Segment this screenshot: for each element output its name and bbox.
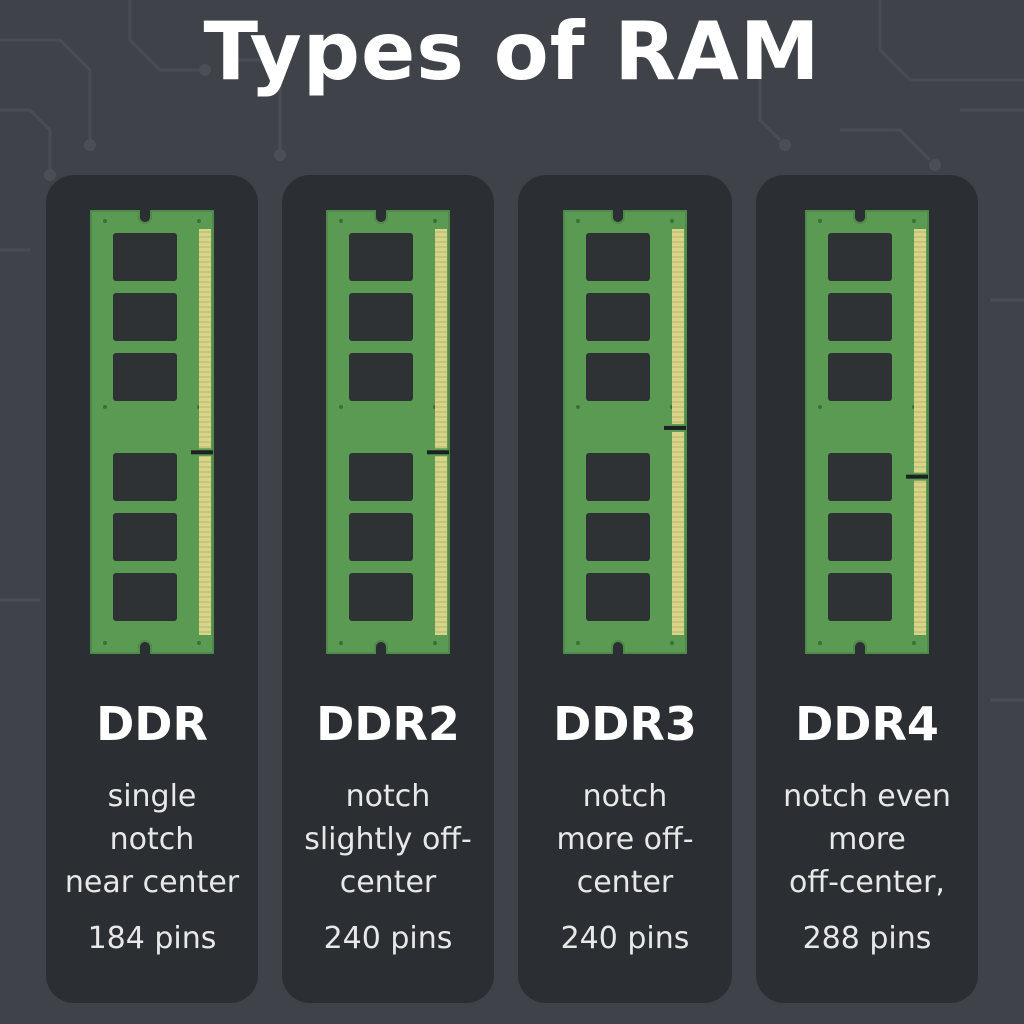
memory-chip [113, 513, 177, 561]
key-notch [427, 450, 449, 455]
ram-card-ddr3: DDR3 notch more off- center 240 pins [518, 175, 732, 1003]
ram-card-ddr2: DDR2 notch slightly off- center 240 pins [282, 175, 494, 1003]
ram-type-description: notch even more off-center, [756, 775, 978, 904]
ram-type-name: DDR2 [316, 697, 460, 751]
memory-chip [586, 353, 650, 401]
mounting-dot [576, 219, 580, 223]
ram-module-ddr [90, 210, 214, 654]
ram-module-ddr4 [805, 210, 929, 654]
mounting-dot [339, 405, 343, 409]
key-notch [664, 425, 686, 430]
memory-chip [349, 573, 413, 621]
memory-chip [349, 513, 413, 561]
memory-chip [828, 233, 892, 281]
mounting-dot [912, 641, 916, 645]
key-notch [906, 474, 928, 479]
ram-type-name: DDR3 [553, 697, 697, 751]
memory-chip [586, 293, 650, 341]
description-line: center [576, 865, 674, 900]
description-line: off-center, [789, 865, 945, 900]
mounting-dot [818, 219, 822, 223]
memory-chip [828, 573, 892, 621]
mounting-dot [339, 219, 343, 223]
memory-chip [828, 293, 892, 341]
mounting-dot [818, 405, 822, 409]
mounting-dot [670, 641, 674, 645]
memory-chip [828, 453, 892, 501]
memory-chip [349, 353, 413, 401]
description-line: single [107, 779, 197, 814]
page-title: Types of RAM [203, 5, 821, 98]
pin-strip [672, 431, 684, 635]
ram-type-description: notch slightly off- center [282, 775, 494, 904]
pin-strip [672, 229, 684, 424]
memory-chip [828, 353, 892, 401]
ram-module-ddr2 [326, 210, 450, 654]
mounting-dot [576, 641, 580, 645]
mounting-dot [103, 405, 107, 409]
memory-chip [586, 573, 650, 621]
description-line: notch [345, 779, 431, 814]
ram-type-name: DDR [96, 697, 208, 751]
ram-type-description: notch more off- center [518, 775, 732, 904]
mounting-dot [576, 405, 580, 409]
description-line: slightly off- [304, 822, 472, 857]
memory-chip [586, 453, 650, 501]
description-line: center [339, 865, 437, 900]
ram-card-ddr4: DDR4 notch even more off-center, 288 pin… [756, 175, 978, 1003]
memory-chip [586, 513, 650, 561]
pin-strip [199, 229, 211, 449]
mounting-dot [339, 641, 343, 645]
memory-chip [113, 233, 177, 281]
description-line: more [828, 822, 906, 857]
ram-type-name: DDR4 [795, 697, 939, 751]
pin-strip [914, 480, 926, 635]
ram-card-ddr: DDR single notch near center 184 pins [46, 175, 258, 1003]
pin-strip [435, 456, 447, 635]
mounting-dot [912, 219, 916, 223]
memory-chip [113, 453, 177, 501]
memory-chip [349, 233, 413, 281]
memory-chip [113, 573, 177, 621]
memory-chip [113, 293, 177, 341]
memory-chip [113, 353, 177, 401]
mounting-dot [197, 641, 201, 645]
memory-chip [349, 453, 413, 501]
ram-pin-count: 240 pins [560, 921, 690, 956]
mounting-dot [818, 641, 822, 645]
description-line: notch even [783, 779, 951, 814]
pin-strip [435, 229, 447, 449]
description-line: notch [109, 822, 195, 857]
ram-pin-count: 240 pins [323, 921, 453, 956]
description-line: notch [582, 779, 668, 814]
description-line: near center [64, 865, 240, 900]
ram-type-description: single notch near center [46, 775, 258, 904]
ram-module-ddr3 [563, 210, 687, 654]
ram-pin-count: 184 pins [87, 921, 217, 956]
memory-chip [349, 293, 413, 341]
description-line: more off- [556, 822, 694, 857]
memory-chip [828, 513, 892, 561]
ram-pin-count: 288 pins [802, 921, 932, 956]
key-notch [191, 450, 213, 455]
mounting-dot [103, 641, 107, 645]
pin-strip [914, 229, 926, 473]
memory-chip [586, 233, 650, 281]
mounting-dot [197, 219, 201, 223]
mounting-dot [433, 219, 437, 223]
mounting-dot [103, 219, 107, 223]
mounting-dot [670, 219, 674, 223]
pin-strip [199, 456, 211, 635]
mounting-dot [433, 641, 437, 645]
